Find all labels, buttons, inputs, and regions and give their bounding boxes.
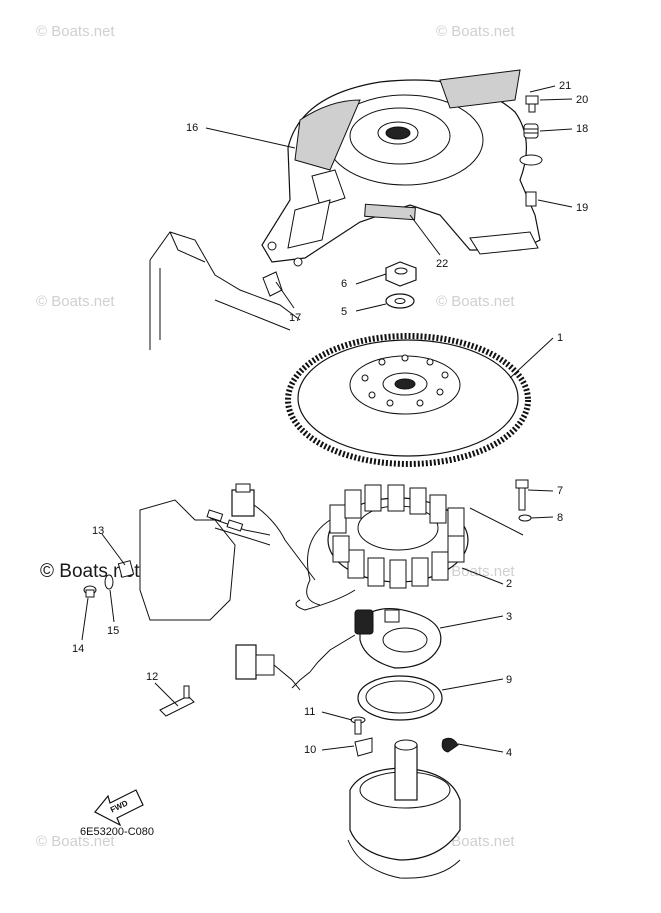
callout-15: 15	[107, 625, 119, 637]
callout-14: 14	[72, 643, 84, 655]
stator-bolt	[469, 479, 532, 536]
ring	[357, 675, 443, 721]
flywheel-cover	[261, 69, 541, 267]
watermark-mid-right: © Boats.net	[436, 293, 515, 310]
callout-20: 20	[576, 94, 588, 106]
watermark-top-right: © Boats.net	[436, 23, 515, 40]
callout-10: 10	[304, 744, 316, 756]
pulser-connector	[235, 644, 301, 691]
callout-8: 8	[557, 512, 563, 524]
cover-hardware	[149, 95, 543, 350]
watermark-bottom-right: © Boats.net	[436, 833, 515, 850]
screw-and-clamp	[350, 716, 373, 757]
stator	[295, 484, 469, 611]
callout-19: 19	[576, 202, 588, 214]
callout-18: 18	[576, 123, 588, 135]
woodruff-key	[441, 737, 459, 753]
callout-21: 21	[559, 80, 571, 92]
watermark-bottom-left: © Boats.net	[36, 833, 115, 850]
callout-1: 1	[557, 332, 563, 344]
leader-lines	[81, 85, 573, 753]
fwd-arrow: FWD	[94, 789, 144, 827]
watermark-lower-right: © Boats.net	[436, 563, 515, 580]
callout-16: 16	[186, 122, 198, 134]
left-hardware	[83, 499, 236, 621]
callout-labels: 1 2 3 4 5 6 7 8 9 10 11 12 13 14 15 16 1…	[72, 80, 588, 759]
callout-5: 5	[341, 306, 347, 318]
bracket	[159, 685, 195, 717]
callout-17: 17	[289, 312, 301, 324]
callout-6: 6	[341, 278, 347, 290]
watermark-dark: © Boats.net	[40, 561, 140, 582]
callout-3: 3	[506, 611, 512, 623]
callout-7: 7	[557, 485, 563, 497]
flywheel	[285, 333, 531, 467]
watermarks: © Boats.net © Boats.net © Boats.net © Bo…	[36, 23, 515, 850]
diagram-code: 6E53200-C080	[80, 826, 154, 838]
callout-13: 13	[92, 525, 104, 537]
pulser-coil	[291, 607, 442, 689]
nut-and-washer	[385, 261, 417, 309]
callout-22: 22	[436, 258, 448, 270]
callout-9: 9	[506, 674, 512, 686]
callout-2: 2	[506, 578, 512, 590]
crankshaft-base	[347, 739, 461, 879]
watermark-top-left: © Boats.net	[36, 23, 115, 40]
callout-12: 12	[146, 671, 158, 683]
callout-4: 4	[506, 747, 512, 759]
callout-11: 11	[304, 706, 315, 718]
watermark-mid-left: © Boats.net	[36, 293, 115, 310]
stator-wiring	[206, 483, 316, 581]
